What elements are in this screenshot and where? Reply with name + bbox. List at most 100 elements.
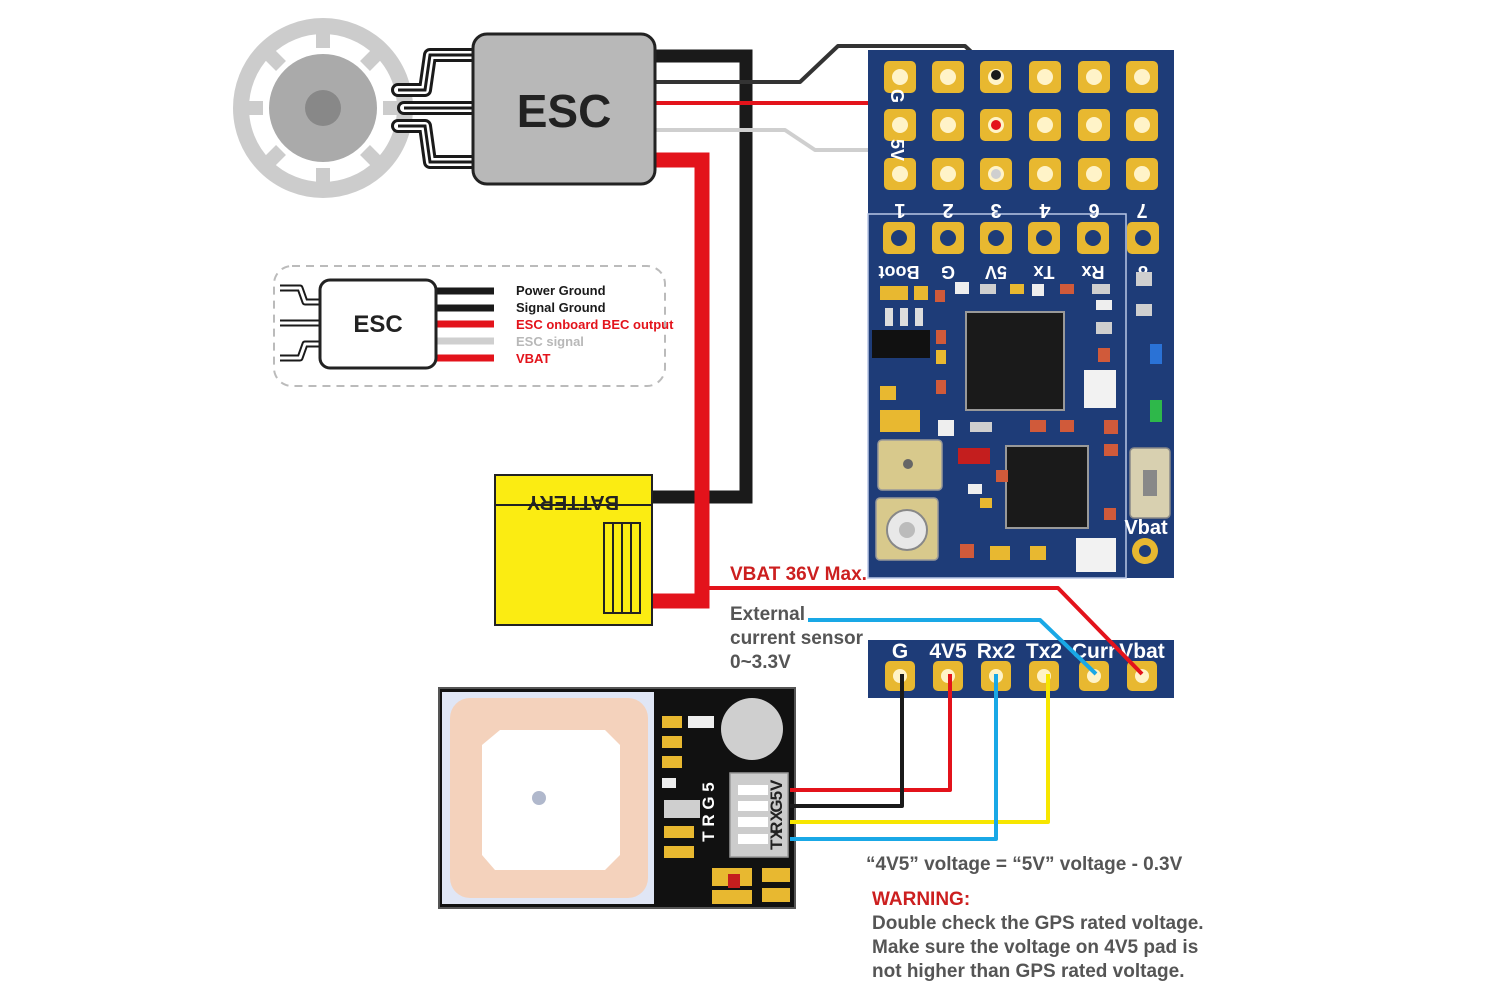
- fc-motor-pads: 1 2 3 4 6 7: [884, 61, 1158, 221]
- fc-header-label: 5V: [985, 262, 1007, 282]
- pdb-pin-label: G: [892, 640, 908, 663]
- smd-part: [990, 546, 1010, 560]
- smd-part: [664, 846, 694, 858]
- current-sensor-line-2: current sensor: [730, 628, 864, 649]
- smd-part: [1030, 546, 1046, 560]
- smd-part: [935, 290, 945, 302]
- gps-pin: [738, 817, 768, 827]
- smd-part: [1104, 420, 1118, 434]
- smd-part: [938, 420, 954, 436]
- vbat-current-wires: [702, 586, 1144, 676]
- fc-motor-number: 2: [942, 199, 953, 221]
- smd-part: [712, 890, 752, 904]
- pdb-pin-label: Rx2: [977, 640, 1016, 663]
- fc-header-label: G: [941, 262, 955, 282]
- motor: [233, 18, 413, 198]
- smd-part: [1010, 284, 1024, 294]
- smd-part: [1030, 420, 1046, 432]
- smd-part: [968, 484, 982, 494]
- pdb-pin-label: Vbat: [1119, 640, 1165, 663]
- smd-part: [664, 826, 694, 838]
- pdb-pin-label: Curr: [1072, 640, 1116, 663]
- smd-part: [662, 716, 682, 728]
- legend-item: Power Ground: [516, 283, 606, 298]
- smd-part: [936, 380, 946, 394]
- smd-part: [960, 544, 974, 558]
- gps-pin-label: 5V: [767, 779, 786, 800]
- battery-label: BATTERY: [526, 491, 619, 513]
- smd-part: [970, 422, 992, 432]
- smd-part: [1060, 420, 1074, 432]
- fc-row-label-g: G: [887, 89, 907, 103]
- smd-part: [688, 716, 714, 728]
- fc-motor-number: 1: [894, 199, 905, 221]
- gps-pin: [738, 834, 768, 844]
- smd-part: [662, 756, 682, 768]
- gps-pin-label: RX: [767, 810, 786, 834]
- smd-part: [1032, 284, 1044, 296]
- smd-part: [936, 350, 946, 364]
- smd-part: [955, 282, 969, 294]
- smd-part: [1136, 304, 1152, 316]
- smd-part: [914, 286, 928, 300]
- battery: BATTERY: [494, 474, 653, 626]
- fc-row-label-5v: 5V: [887, 139, 907, 161]
- gps-pin: [738, 785, 768, 795]
- legend-item: ESC signal: [516, 334, 584, 349]
- fc-header-label: Boot: [879, 262, 920, 282]
- voltage-note: “4V5” voltage = “5V” voltage - 0.3V: [866, 854, 1183, 875]
- gps-wires: [790, 674, 1050, 841]
- gps-pin-label: G: [767, 799, 786, 812]
- fc-mcu-chip: [965, 311, 1065, 411]
- pdb-pin-label: 4V5: [929, 640, 967, 663]
- smd-part: [1060, 284, 1074, 294]
- smd-part: [664, 800, 700, 818]
- smd-part: [762, 888, 790, 902]
- fc-motor-number: 4: [1039, 199, 1051, 221]
- smd-part: [996, 470, 1008, 482]
- smd-part: [880, 410, 920, 432]
- fc-header-pins: BootG5VTxRx8: [879, 222, 1159, 282]
- smd-part: [762, 868, 790, 882]
- smd-part: [1136, 272, 1152, 286]
- smd-part: [662, 778, 676, 788]
- power-wires: [652, 49, 753, 609]
- fc-imu-chip: [1005, 445, 1089, 529]
- gps-model-label: T R G 5: [699, 782, 718, 842]
- smd-part: [662, 736, 682, 748]
- fc-motor-number: 3: [990, 199, 1001, 221]
- smd-part: [880, 386, 896, 400]
- smd-part: [980, 284, 996, 294]
- fc-motor-number: 7: [1136, 199, 1147, 221]
- fc-motor-number: 6: [1088, 199, 1099, 221]
- smd-part: [1104, 444, 1118, 456]
- legend-item: ESC onboard BEC output: [516, 317, 674, 332]
- gps-pin-label: TX: [767, 827, 786, 849]
- smd-part: [936, 330, 946, 344]
- esc-module: ESC: [471, 32, 657, 186]
- smd-part: [980, 498, 992, 508]
- warning-line-1: Double check the GPS rated voltage.: [872, 913, 1204, 934]
- warning-line-2: Make sure the voltage on 4V5 pad is: [872, 937, 1198, 958]
- warning-line-3: not higher than GPS rated voltage.: [872, 961, 1184, 982]
- smd-part: [1096, 300, 1112, 310]
- fc-vbat-label: Vbat: [1124, 517, 1168, 539]
- pdb-pin-label: Tx2: [1026, 640, 1062, 663]
- smd-part: [728, 874, 740, 888]
- fc-small-components: [880, 272, 1152, 560]
- smd-part: [880, 286, 908, 300]
- gps-small-components: [662, 716, 790, 904]
- vbat-max-label: VBAT 36V Max.: [730, 564, 867, 585]
- smd-part: [1096, 322, 1112, 334]
- gps-pin: [738, 801, 768, 811]
- smd-part: [1098, 348, 1110, 362]
- legend-item: Signal Ground: [516, 300, 606, 315]
- legend-item: VBAT: [516, 351, 550, 366]
- warning-title: WARNING:: [872, 889, 970, 910]
